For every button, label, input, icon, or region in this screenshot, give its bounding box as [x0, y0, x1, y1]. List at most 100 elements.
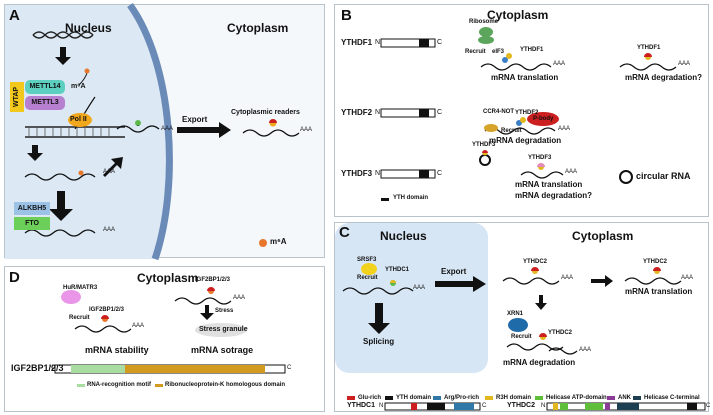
- aaa-c2: AAA: [561, 275, 574, 281]
- ythdc1-label-c: YTHDC1: [385, 267, 410, 273]
- splicing-label: Splicing: [363, 337, 395, 346]
- xrn1-label: XRN1: [507, 311, 524, 317]
- dna-helix: [32, 31, 94, 39]
- pol-ii-label: Pol II: [70, 116, 87, 123]
- khd-legend-swatch: [155, 384, 163, 387]
- igf2bp-label-1: IGF2BP1/2/3: [89, 307, 125, 313]
- circular-rna-small: [479, 154, 491, 166]
- fto-box: FTO: [14, 217, 50, 230]
- ythdf2-mrna-degradation: mRNA degradation: [489, 136, 562, 145]
- export-label-c: Export: [441, 267, 467, 276]
- aaa-d2: AAA: [233, 295, 246, 301]
- legend-swatch: [385, 396, 393, 400]
- legend-item-r3h-domain: R3H domain: [485, 395, 531, 401]
- legend-item-helicase-atp-domain: Helicase ATP-domain: [535, 395, 607, 401]
- ythdc2-mrna-3: [506, 343, 564, 351]
- hur-shape: [61, 290, 81, 304]
- nucleus-region-c: [335, 223, 488, 373]
- export-arrow: [177, 122, 231, 138]
- cytoplasmic-readers-label: Cytoplasmic readers: [231, 109, 300, 116]
- arrow-down-2: [27, 145, 43, 161]
- ythdc1-domain-name: YTHDC1: [347, 402, 376, 409]
- ythdc2-label-c2: YTHDC2: [643, 259, 668, 265]
- ythdc2-label-c3: YTHDC2: [548, 330, 573, 336]
- splicing-arrow: [368, 303, 390, 334]
- legend-swatch: [347, 396, 355, 400]
- aaa-label-3: AAA: [161, 126, 174, 132]
- panel-b-title: Cytoplasm: [487, 8, 549, 22]
- ythdf2-protein-bar: [380, 108, 436, 118]
- ythdf3-name: YTHDF3: [341, 169, 373, 178]
- ythdc1-mrna: [342, 287, 414, 295]
- mrna-with-m6a: [24, 173, 96, 181]
- ythdf3-protein-bar: [380, 169, 436, 179]
- ythdf2-n: N: [375, 109, 381, 116]
- mrna-cytoplasm: [242, 129, 300, 137]
- eif3-label: eIF3: [492, 49, 505, 55]
- rrm-legend-swatch: [77, 384, 85, 387]
- ythdf3-label-b2: YTHDF3: [528, 155, 552, 161]
- panel-c: C Nucleus Cytoplasm SRSF3 YTHDC1 Recruit…: [334, 222, 711, 412]
- legend-text: ANK: [618, 395, 631, 401]
- ythdf3-n: N: [375, 170, 381, 177]
- aaa-c3: AAA: [681, 275, 694, 281]
- legend-text: Helicase C-terminal: [644, 395, 700, 401]
- panel-b-label: B: [341, 7, 352, 24]
- stress-granule-label: Stress granule: [199, 326, 248, 333]
- hur-label: HuR/MATR3: [63, 285, 98, 291]
- storage-mrna: [174, 297, 232, 305]
- panel-b-graphics: [380, 27, 677, 201]
- ythdf3-mrna-degradation-q: mRNA degradation?: [515, 191, 593, 200]
- wtap-box: WTAP: [10, 82, 24, 112]
- mettl3-box: METTL3: [25, 96, 65, 110]
- ythdc2-c: C: [706, 403, 711, 409]
- aaa-c4: AAA: [579, 347, 592, 353]
- ythdc2-mrna-1: [502, 277, 560, 285]
- stability-mrna: [74, 325, 132, 333]
- ythdf3-mrna-translation: mRNA translation: [515, 180, 583, 189]
- aaa-label-1: AAA: [103, 169, 116, 175]
- ythdc2-label-c1: YTHDC2: [523, 259, 548, 265]
- ythdc2-mrna-degradation: mRNA degradation: [503, 358, 576, 367]
- panel-d-label: D: [9, 269, 20, 286]
- aaa-label-4: AAA: [300, 127, 313, 133]
- circular-rna-label: circular RNA: [636, 171, 691, 181]
- legend-item-ank: ANK: [607, 395, 631, 401]
- arrow-down-3: [49, 191, 73, 221]
- ythdf3-c: C: [437, 170, 443, 177]
- m6a-mark-label: m⁶A: [71, 83, 86, 90]
- ythdf1-degradation-mrna: [619, 63, 677, 71]
- panel-c-label: C: [339, 224, 350, 241]
- mrna-stability-label: mRNA stability: [85, 345, 149, 355]
- panel-d: D Cytoplasm HuR/MATR3 IGF2BP1/2/3 Recrui…: [4, 266, 325, 412]
- panel-c-cytoplasm-title: Cytoplasm: [572, 229, 634, 243]
- legend-text: Glu-rich: [358, 395, 382, 401]
- ythdf1-c: C: [437, 39, 443, 46]
- mrna-nuclear-export: [116, 125, 160, 133]
- aaa-d1: AAA: [132, 323, 145, 329]
- yth-domain-legend-label: YTH domain: [393, 195, 429, 201]
- khd-legend-label: Ribonucleoprotein-K homologous domain: [165, 382, 285, 388]
- ythdf1-mrna-translation: mRNA translation: [491, 73, 559, 82]
- legend-item-helicase-c-terminal: Helicase C-terminal: [633, 395, 700, 401]
- arrow-right-c: [591, 275, 613, 287]
- yth-domain-legend-swatch: [381, 198, 389, 201]
- panel-a: A Nucleus Cytoplasm WTAP METTL14 METTL3 …: [4, 2, 325, 261]
- ythdf2-mrna: [484, 127, 556, 135]
- panel-a-label: A: [9, 7, 20, 24]
- panel-c-graphics: [335, 223, 706, 411]
- xrn1-shape: [508, 318, 528, 332]
- panel-b: B Cytoplasm YTHDF1 N C Ribosome Recruit …: [334, 4, 709, 217]
- export-label: Export: [182, 115, 208, 124]
- panel-c-nucleus-title: Nucleus: [380, 229, 427, 243]
- recruit-label-c1: Recruit: [357, 275, 378, 281]
- panel-a-graphics: [5, 2, 300, 261]
- ythdf3-label-b1: YTHDF3: [472, 142, 496, 148]
- ythdf1-label-b: YTHDF1: [520, 47, 544, 53]
- igf2bp-label-2: IGF2BP1/2/3: [195, 277, 231, 283]
- ythdc1-c: C: [482, 403, 487, 409]
- panel-d-graphics: [54, 287, 286, 387]
- ythdc2-domain-name: YTHDC2: [507, 402, 536, 409]
- legend-swatch: [485, 396, 493, 400]
- cytoplasm-title: Cytoplasm: [227, 21, 289, 35]
